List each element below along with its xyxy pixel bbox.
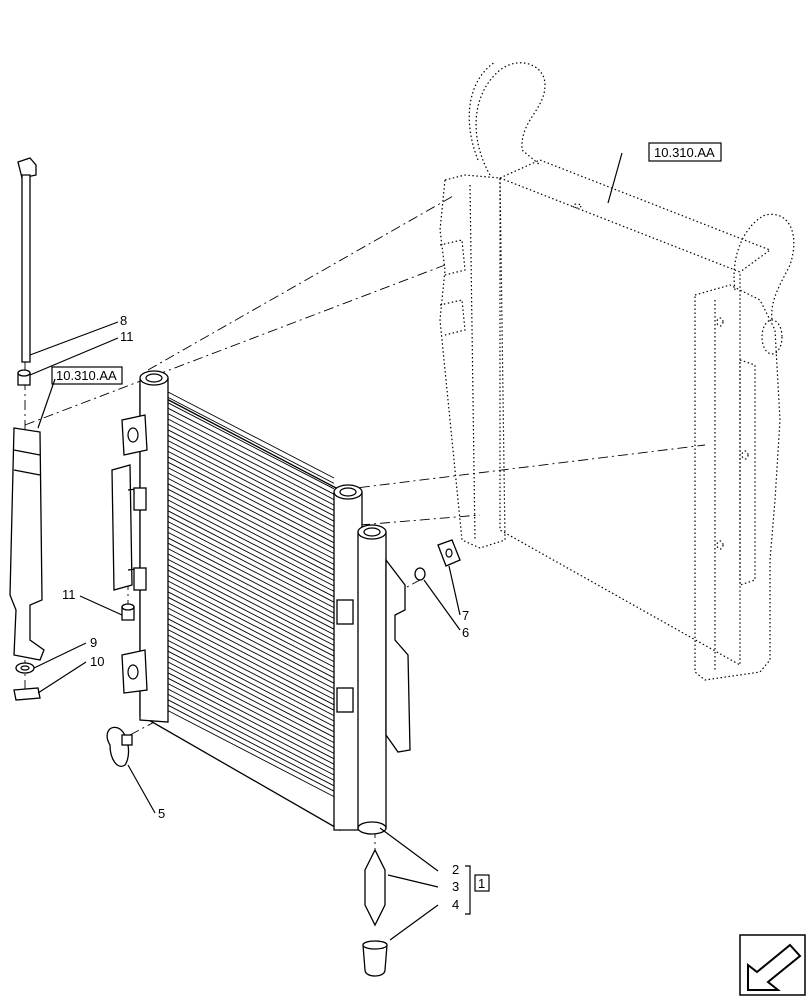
callout-11-lower: 11 — [62, 587, 76, 602]
leader-lines — [29, 152, 623, 941]
ref-box-top: 10.310.AA — [654, 145, 715, 160]
parts-column-left — [9, 157, 135, 767]
callout-9: 9 — [90, 635, 97, 650]
callout-8: 8 — [120, 313, 127, 328]
group-box-1: 1 — [478, 876, 485, 891]
parts-6-7 — [414, 539, 461, 581]
callouts: 8 11 10.310.AA 10.310.AA 11 9 10 5 7 6 2… — [51, 142, 722, 912]
callout-5: 5 — [158, 806, 165, 821]
callout-4: 4 — [452, 897, 459, 912]
ref-box-left: 10.310.AA — [56, 368, 117, 383]
condenser-fins — [167, 391, 335, 797]
condenser — [111, 370, 411, 835]
callout-10: 10 — [90, 654, 104, 669]
drier-element — [362, 848, 388, 977]
arrow-icon[interactable] — [739, 934, 806, 996]
radiator-outline — [439, 61, 795, 681]
callout-3: 3 — [452, 879, 459, 894]
callout-2: 2 — [452, 862, 459, 877]
callout-7: 7 — [462, 608, 469, 623]
callout-11-upper: 11 — [120, 329, 134, 344]
callout-6: 6 — [462, 625, 469, 640]
